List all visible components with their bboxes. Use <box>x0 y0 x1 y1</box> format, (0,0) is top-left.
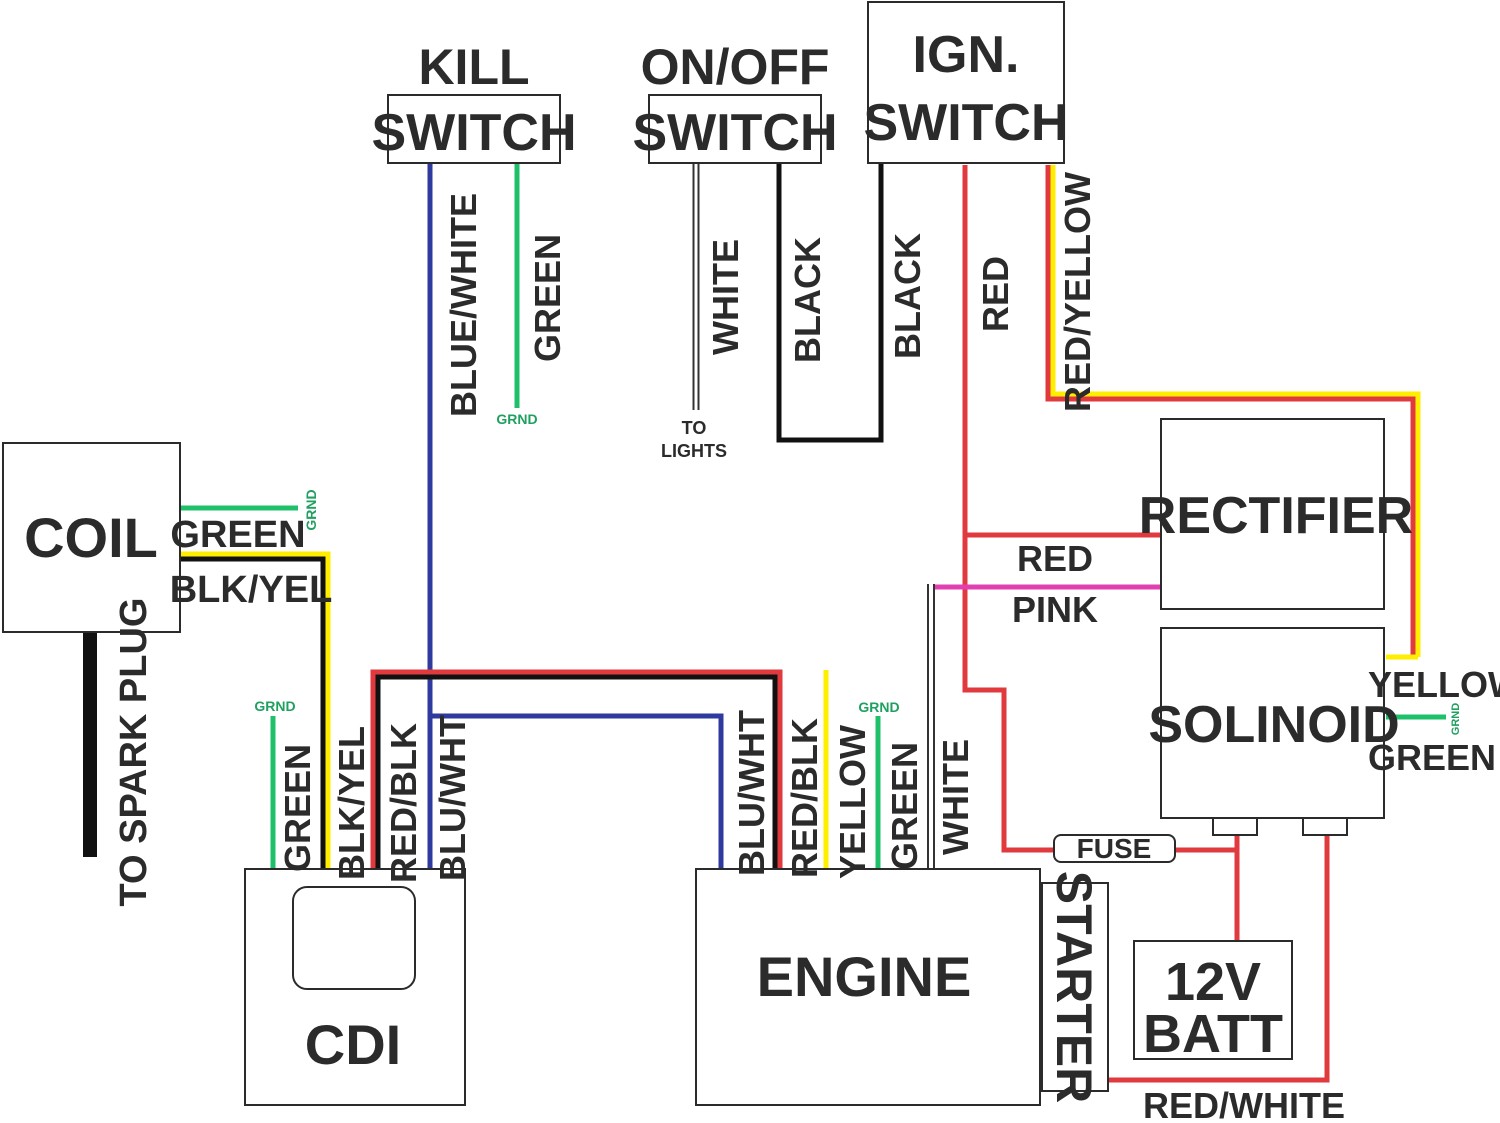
kill-switch-label: SWITCH <box>371 104 576 162</box>
wire-red-yellow-r <box>1045 165 1416 657</box>
label-eng-blu-wht: BLU/WHT <box>731 710 772 876</box>
label-sol-yellow: YELLOW <box>1368 664 1500 705</box>
starter <box>1041 882 1109 1092</box>
label-spark-plug: TO SPARK PLUG <box>113 598 155 907</box>
label-cdi-red-blk: RED/BLK <box>383 723 424 883</box>
wire-coil-blk <box>180 556 326 868</box>
label-eng-yellow: YELLOW <box>832 725 873 879</box>
fuse <box>1053 834 1176 863</box>
wire-red-white <box>1108 835 1330 1083</box>
onoff-switch-label: SWITCH <box>632 104 837 162</box>
battery-label: BATT <box>1143 1004 1283 1064</box>
wire-black-loop <box>776 163 884 443</box>
kill-switch <box>387 94 561 164</box>
onoff-switch-title: ON/OFF <box>641 39 830 95</box>
coil-ground-label: GRND <box>303 489 319 530</box>
ign-switch <box>867 1 1065 164</box>
kill-ground-label: GRND <box>496 411 537 427</box>
wire-red-main <box>962 165 1054 853</box>
cdi-window <box>292 886 416 990</box>
label-red-yellow: RED/YELLOW <box>1057 172 1098 412</box>
label-eng-white: WHITE <box>935 739 976 855</box>
ign-switch-title: IGN. <box>913 26 1020 84</box>
solenoid-terminal-left <box>1212 817 1258 836</box>
ign-switch-label: SWITCH <box>863 94 1068 152</box>
sol-ground-label: GRND <box>1450 703 1462 735</box>
cdi-ground-label: GRND <box>254 698 295 714</box>
solenoid-label: SOLINOID <box>1148 696 1399 754</box>
cdi-label: CDI <box>305 1013 401 1076</box>
starter-label: STARTER <box>1046 871 1102 1103</box>
wire-red-yellow-y <box>1050 165 1421 657</box>
label-coil-blk-yel: BLK/YEL <box>170 569 333 611</box>
engine-label: ENGINE <box>757 945 972 1008</box>
to-lights-label-1: TO <box>682 418 707 438</box>
label-black-2: BLACK <box>887 233 928 359</box>
label-red-white: RED/WHITE <box>1143 1085 1345 1123</box>
eng-ground-label: GRND <box>858 699 899 715</box>
engine <box>695 868 1041 1106</box>
wire-coil-yel <box>180 551 331 868</box>
label-eng-green: GREEN <box>884 742 925 870</box>
solenoid-terminal-right <box>1302 817 1348 836</box>
label-sol-green: GREEN <box>1368 737 1496 778</box>
rectifier-label: RECTIFIER <box>1139 487 1413 545</box>
fuse-label: FUSE <box>1077 833 1152 864</box>
solenoid <box>1160 627 1385 819</box>
rectifier <box>1160 418 1385 610</box>
onoff-switch <box>648 94 822 164</box>
battery-voltage: 12V <box>1165 952 1261 1012</box>
to-lights-label-2: LIGHTS <box>661 441 727 461</box>
label-black-1: BLACK <box>787 237 828 363</box>
label-rect-pink: PINK <box>1012 589 1098 630</box>
label-cdi-blk-yel: BLK/YEL <box>331 726 372 880</box>
label-kill-green: GREEN <box>527 234 568 362</box>
label-blue-white: BLUE/WHITE <box>443 193 484 417</box>
label-rect-red: RED <box>1017 538 1093 579</box>
label-cdi-blu-wht: BLU/WHT <box>432 715 473 881</box>
label-red: RED <box>975 256 1016 332</box>
kill-switch-title: KILL <box>418 39 529 95</box>
label-coil-green: GREEN <box>170 514 305 556</box>
wire-red-blk-red <box>370 669 783 868</box>
wire-blu-wht-engine <box>430 713 724 868</box>
coil-label: COIL <box>24 506 158 569</box>
wire-red-blk-blk <box>375 674 778 868</box>
battery <box>1133 940 1293 1060</box>
label-white: WHITE <box>705 239 746 355</box>
coil <box>2 442 181 633</box>
label-cdi-green: GREEN <box>277 744 318 872</box>
label-eng-red-blk: RED/BLK <box>784 718 825 878</box>
